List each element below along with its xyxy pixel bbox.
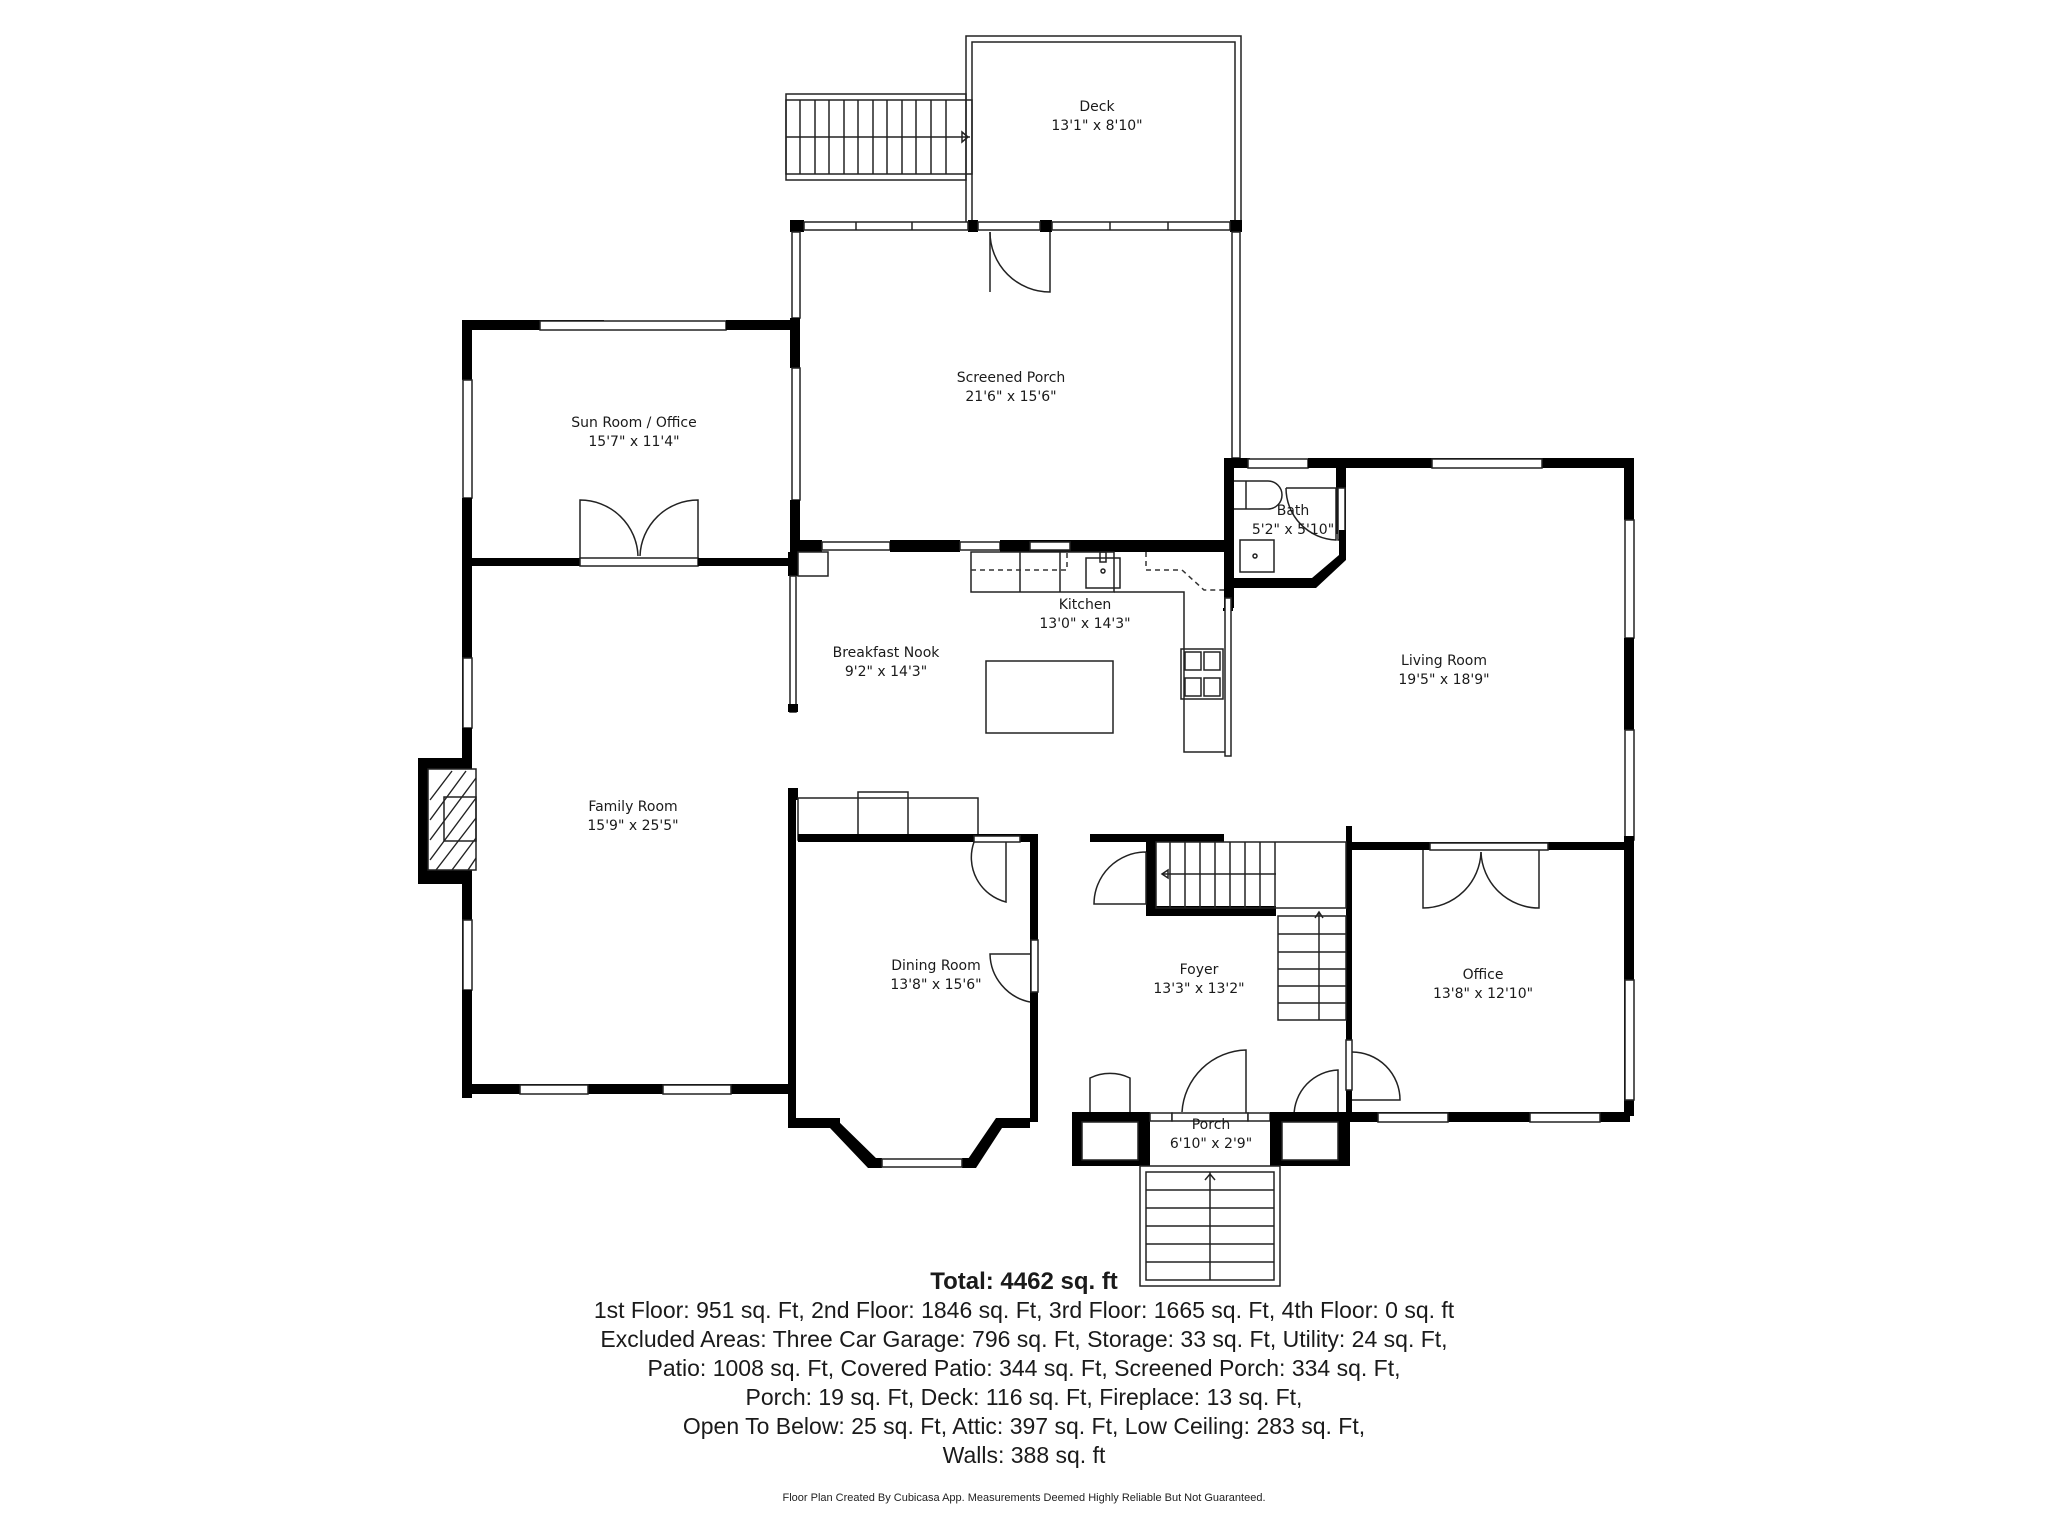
room-name: Foyer bbox=[1179, 962, 1219, 978]
bath-sink-icon bbox=[1239, 539, 1275, 573]
room-name: Sun Room / Office bbox=[571, 415, 697, 431]
room-dimensions: 9'2" x 14'3" bbox=[844, 664, 928, 680]
office-walls bbox=[1352, 1112, 1630, 1123]
foyer-walls bbox=[1090, 826, 1630, 1116]
room-label-porch: Porch 6'10" x 2'9" bbox=[1170, 1116, 1252, 1154]
room-dimensions: 15'9" x 25'5" bbox=[587, 818, 679, 834]
room-label-family-room: Family Room 15'9" x 25'5" bbox=[587, 798, 678, 836]
room-label-sun-room-office: Sun Room / Office 15'7" x 11'4" bbox=[571, 414, 696, 452]
room-name: Kitchen bbox=[1058, 597, 1112, 613]
bath-walls bbox=[1224, 458, 1633, 608]
room-label-office: Office 13'8" x 12'10" bbox=[1433, 966, 1533, 1004]
bath-door-icon bbox=[1285, 487, 1337, 541]
room-name: Family Room bbox=[588, 799, 678, 815]
room-name: Dining Room bbox=[891, 958, 981, 974]
room-name: Bath bbox=[1276, 503, 1310, 519]
room-name: Office bbox=[1462, 967, 1504, 983]
excluded-areas-1: Excluded Areas: Three Car Garage: 796 sq… bbox=[600, 1326, 1448, 1352]
living-room-walls bbox=[1223, 458, 1635, 1116]
dining-room-door-icon bbox=[970, 841, 1031, 1003]
room-dimensions: 5'2" x 5'10" bbox=[1251, 522, 1335, 538]
room-label-breakfast-nook: Breakfast Nook 9'2" x 14'3" bbox=[833, 644, 940, 682]
room-dimensions: 13'1" x 8'10" bbox=[1051, 118, 1143, 134]
stove-icon bbox=[1180, 648, 1224, 700]
room-dimensions: 19'5" x 18'9" bbox=[1398, 672, 1490, 688]
toilet-icon bbox=[1234, 480, 1283, 510]
room-name: Porch bbox=[1191, 1117, 1231, 1133]
excluded-areas-4: Open To Below: 25 sq. Ft, Attic: 397 sq.… bbox=[682, 1413, 1366, 1439]
excluded-areas-3: Porch: 19 sq. Ft, Deck: 116 sq. Ft, Fire… bbox=[745, 1384, 1303, 1410]
room-name: Breakfast Nook bbox=[832, 645, 940, 661]
room-label-deck: Deck 13'1" x 8'10" bbox=[1051, 98, 1142, 136]
room-label-kitchen: Kitchen 13'0" x 14'3" bbox=[1039, 596, 1130, 634]
family-room-walls bbox=[462, 566, 840, 1128]
walls-area: Walls: 388 sq. ft bbox=[942, 1442, 1106, 1468]
deck-stairs-icon bbox=[785, 93, 973, 181]
room-dimensions: 15'7" x 11'4" bbox=[588, 434, 680, 450]
room-name: Screened Porch bbox=[956, 370, 1066, 386]
entry-stairs-icon bbox=[1139, 1165, 1281, 1287]
screened-porch-door-icon bbox=[989, 231, 1051, 293]
room-dimensions: 13'8" x 15'6" bbox=[890, 977, 982, 993]
total-area: Total: 4462 sq. ft bbox=[930, 1268, 1118, 1295]
room-dimensions: 13'8" x 12'10" bbox=[1432, 986, 1534, 1002]
room-name: Living Room bbox=[1401, 653, 1487, 669]
room-dimensions: 6'10" x 2'9" bbox=[1169, 1136, 1253, 1152]
kitchen-walls bbox=[788, 551, 1231, 841]
room-dimensions: 13'3" x 13'2" bbox=[1153, 981, 1245, 997]
floor-areas: 1st Floor: 951 sq. Ft, 2nd Floor: 1846 s… bbox=[593, 1297, 1455, 1323]
room-dimensions: 13'0" x 14'3" bbox=[1039, 616, 1131, 632]
dining-room-walls bbox=[798, 834, 1039, 1168]
room-label-dining-room: Dining Room 13'8" x 15'6" bbox=[890, 957, 981, 995]
room-name: Deck bbox=[1079, 99, 1115, 115]
room-label-bath: Bath 5'2" x 5'10" bbox=[1252, 502, 1334, 540]
porch-walls bbox=[1072, 1112, 1352, 1166]
sun-room-french-door-icon bbox=[579, 499, 699, 558]
excluded-areas-2: Patio: 1008 sq. Ft, Covered Patio: 344 s… bbox=[647, 1355, 1401, 1381]
room-label-foyer: Foyer 13'3" x 13'2" bbox=[1153, 961, 1244, 999]
fireplace-icon bbox=[418, 758, 477, 884]
disclaimer: Floor Plan Created By Cubicasa App. Meas… bbox=[782, 1492, 1266, 1504]
office-french-door-icon bbox=[1422, 850, 1540, 909]
foyer-door-icon bbox=[1089, 851, 1401, 1118]
room-dimensions: 21'6" x 15'6" bbox=[965, 389, 1057, 405]
room-label-screened-porch: Screened Porch 21'6" x 15'6" bbox=[957, 369, 1066, 407]
foyer-stairs-icon bbox=[1155, 841, 1347, 1021]
room-label-living-room: Living Room 19'5" x 18'9" bbox=[1398, 652, 1489, 690]
